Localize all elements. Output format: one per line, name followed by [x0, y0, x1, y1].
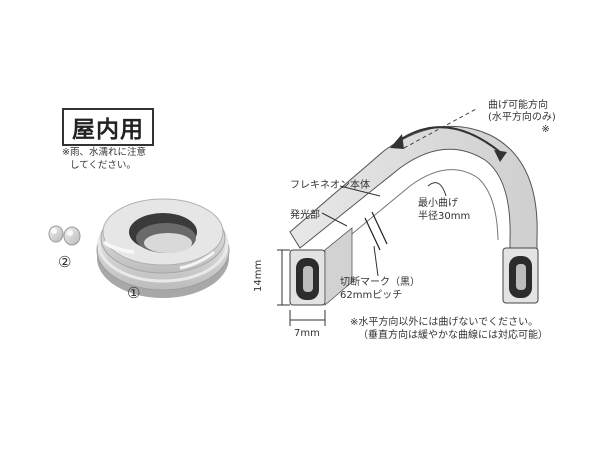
badge-text: 屋内用	[72, 117, 144, 143]
caution-line-2: してください。	[70, 160, 136, 171]
light-part-label: 発光部	[290, 210, 320, 221]
cut-mark-line-1: 切断マーク（黒）	[340, 277, 420, 288]
height-dimension: 14mm	[253, 259, 264, 292]
neon-coil-image	[96, 198, 230, 298]
item-1-marker: ①	[127, 284, 141, 302]
min-bend-label: 最小曲げ 半径30mm	[418, 197, 470, 223]
item-2-marker: ②	[58, 253, 72, 271]
warning-line-2: （垂直方向は緩やかな曲線には対応可能）	[358, 330, 548, 341]
min-bend-line-2: 半径30mm	[418, 211, 471, 222]
bend-direction-line-2: (水平方向のみ)	[488, 112, 556, 123]
warning-line-1: ※水平方向以外には曲げないでください。	[350, 317, 539, 328]
indoor-use-badge: 屋内用	[62, 108, 154, 146]
cut-mark-line-2: 62mmピッチ	[340, 290, 403, 301]
bend-direction-note: ※	[541, 124, 550, 135]
bend-direction-label: 曲げ可能方向 (水平方向のみ) ※	[488, 100, 556, 136]
end-caps-image	[48, 225, 81, 246]
caution-note: ※雨、水濡れに注意 してください。	[62, 146, 146, 172]
width-dimension: 7mm	[294, 328, 320, 339]
bend-direction-line-1: 曲げ可能方向	[488, 100, 548, 111]
min-bend-line-1: 最小曲げ	[418, 198, 458, 209]
flex-body-label: フレキネオン本体	[290, 180, 370, 191]
bend-diagram	[277, 107, 539, 326]
caution-line-1: ※雨、水濡れに注意	[62, 147, 146, 158]
cut-mark-label: 切断マーク（黒） 62mmピッチ	[340, 276, 420, 302]
horizontal-warning: ※水平方向以外には曲げないでください。 （垂直方向は緩やかな曲線には対応可能）	[350, 316, 548, 342]
